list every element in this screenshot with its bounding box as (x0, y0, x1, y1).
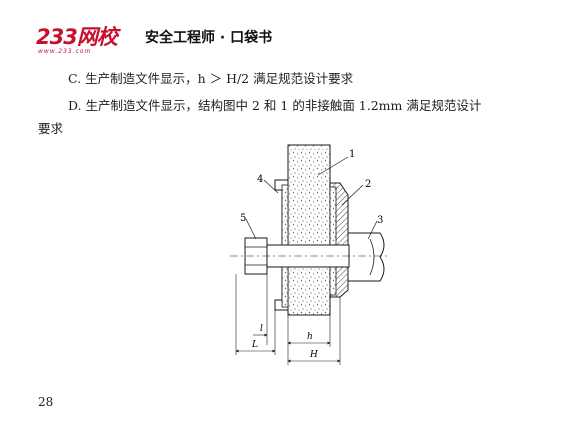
wall-lower (287, 266, 331, 316)
wall-upper (287, 144, 331, 246)
brand-logo-url: www.233.com (38, 48, 92, 55)
structure-diagram-svg: 1 2 3 4 5 l L h H (230, 144, 390, 365)
callout-1: 1 (349, 149, 355, 160)
dim-l-label: l (260, 324, 263, 334)
option-c-text: C. 生产制造文件显示，h ＞ H/2 满足规范设计要求 (68, 71, 354, 86)
option-d-text-line1: D. 生产制造文件显示，结构图中 2 和 1 的非接触面 1.2mm 满足规范设… (68, 98, 482, 113)
dim-L-label: L (251, 340, 258, 350)
page-number: 28 (38, 395, 54, 409)
callout-3: 3 (377, 215, 383, 226)
structure-diagram: 1 2 3 4 5 l L h H (220, 135, 420, 375)
header-banner: 233网校 www.233.com 安全工程师 · 口袋书 (36, 26, 296, 56)
option-d-text-line2: 要求 (38, 121, 64, 136)
inner-layer-right (329, 186, 337, 296)
dim-h-label: h (307, 332, 313, 342)
dim-H-label: H (309, 350, 318, 360)
shaft (347, 232, 385, 282)
book-title: 安全工程师 · 口袋书 (145, 30, 273, 46)
brand-logo: 233网校 (36, 25, 118, 49)
callout-4: 4 (257, 174, 263, 185)
callout-2: 2 (365, 179, 371, 190)
callout-5: 5 (240, 213, 246, 224)
